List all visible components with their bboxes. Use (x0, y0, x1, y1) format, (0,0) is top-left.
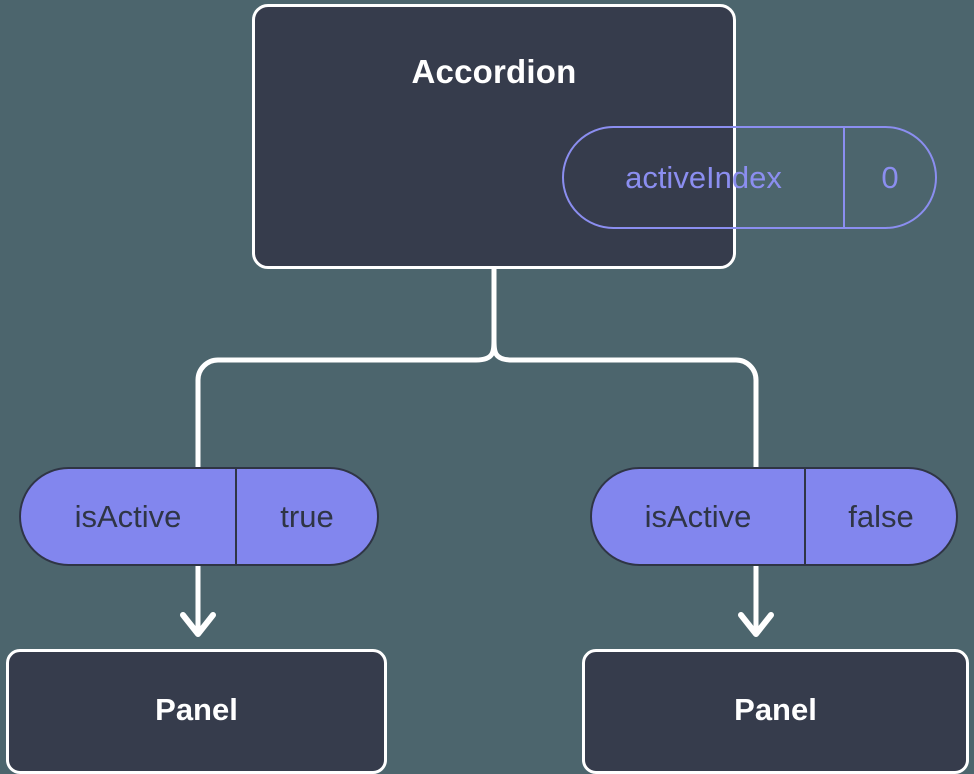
is-active-key-label-right: isActive (644, 499, 752, 534)
is-active-value-label-right: false (848, 499, 914, 534)
panel-node-left[interactable]: Panel (6, 649, 387, 774)
is-active-key-label-left: isActive (74, 499, 182, 534)
arrow-right-head (738, 612, 774, 637)
is-active-pill-left[interactable]: isActive true (19, 467, 379, 566)
pill-divider (843, 128, 845, 227)
arrow-left-head (180, 612, 216, 637)
panel-title-left: Panel (155, 692, 238, 727)
active-index-value-label: 0 (881, 160, 899, 195)
active-index-state-pill[interactable]: activeIndex 0 (562, 126, 937, 229)
panel-node-right[interactable]: Panel (582, 649, 969, 774)
accordion-title: Accordion (411, 53, 577, 90)
active-index-key-label: activeIndex (625, 160, 782, 195)
is-active-value-label-left: true (280, 499, 334, 534)
accordion-node[interactable]: Accordion activeIndex 0 (252, 4, 937, 269)
pill-divider (235, 469, 237, 564)
pill-divider (804, 469, 806, 564)
is-active-pill-right[interactable]: isActive false (590, 467, 958, 566)
panel-title-right: Panel (734, 692, 817, 727)
connector-right-branch (491, 335, 759, 470)
connector-left-branch (195, 335, 497, 470)
